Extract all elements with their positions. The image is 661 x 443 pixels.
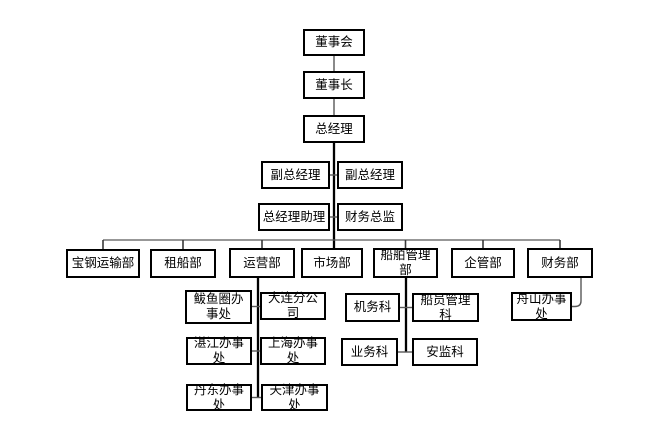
node-bayuquan-office: 鲅鱼圈办事处: [185, 290, 252, 324]
node-tianjin-office: 天津办事处: [261, 382, 328, 411]
node-ship-management-dept: 船舶管理部: [373, 247, 438, 278]
node-shanghai-office: 上海办事处: [260, 335, 326, 365]
node-engineering-section: 机务科: [345, 293, 400, 322]
node-deputy-gm-left: 副总经理: [261, 161, 330, 189]
node-board: 董事会: [303, 29, 365, 56]
node-operations-dept: 运营部: [229, 248, 295, 278]
node-dalian-branch: 大连分公司: [260, 290, 326, 320]
node-chartering-dept: 租船部: [150, 249, 216, 278]
node-general-manager: 总经理: [303, 115, 365, 143]
node-chairman: 董事长: [303, 71, 365, 99]
node-safety-supervision-section: 安监科: [412, 338, 478, 366]
node-market-dept: 市场部: [301, 248, 363, 278]
edge-finance-zhoushan: [572, 278, 582, 308]
node-baosteel-transport-dept: 宝钢运输部: [66, 249, 140, 278]
node-gm-assistant: 总经理助理: [258, 203, 330, 231]
node-zhoushan-office: 舟山办事处: [511, 291, 572, 321]
node-dandong-office: 丹东办事处: [186, 382, 252, 411]
node-finance-director: 财务总监: [337, 203, 403, 231]
node-enterprise-management-dept: 企管部: [451, 248, 515, 278]
node-crew-management-section: 船员管理科: [412, 292, 479, 322]
node-finance-dept: 财务部: [527, 248, 593, 278]
node-business-section: 业务科: [341, 338, 398, 366]
node-zhanjiang-office: 湛江办事处: [186, 335, 252, 365]
node-deputy-gm-right: 副总经理: [337, 161, 403, 189]
